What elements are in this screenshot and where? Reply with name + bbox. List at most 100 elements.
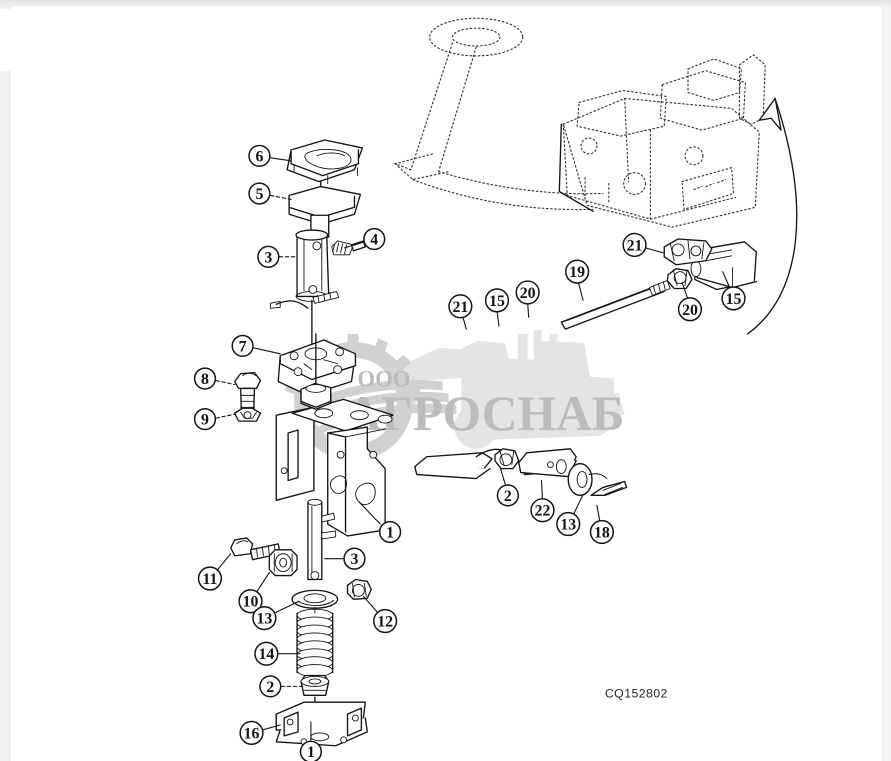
callout-bubble: [565, 259, 590, 284]
callout-12: 12: [362, 595, 398, 634]
callout-2: 2: [496, 466, 520, 507]
callout-leader-line: [215, 379, 236, 386]
callout-21: 21: [448, 294, 473, 330]
callout-number: 1: [307, 744, 315, 761]
callout-leader-line: [540, 479, 544, 501]
phantom-machine-assembly: [393, 17, 798, 335]
callout-leader-line: [215, 413, 236, 419]
linkage-assembly: [414, 448, 628, 497]
callout-leader-line: [644, 247, 664, 254]
callout-bubble: [515, 280, 540, 305]
callout-number: 13: [560, 517, 576, 534]
callout-21: 21: [622, 232, 664, 258]
callout-bubble: [193, 367, 217, 390]
callout-20: 20: [677, 282, 703, 322]
callout-leader-line: [269, 157, 292, 162]
callout-2: 2: [259, 675, 304, 698]
callout-number: 18: [594, 524, 610, 541]
callout-leader-line: [344, 241, 365, 249]
callout-bubble: [299, 740, 323, 761]
left-gutter: [0, 7, 11, 761]
callout-bubble: [589, 519, 615, 545]
callout-15: 15: [721, 271, 746, 311]
callout-number: 11: [202, 571, 217, 588]
callout-20: 20: [515, 280, 540, 318]
callout-leader-line: [255, 572, 270, 593]
callout-leader-line: [527, 301, 530, 318]
callout-bubble: [363, 227, 386, 251]
callout-leader-line: [273, 600, 300, 614]
callout-number: 22: [535, 503, 551, 520]
callout-6: 6: [248, 144, 292, 167]
callout-bubble: [556, 511, 581, 537]
callout-8: 8: [193, 367, 236, 390]
callout-leader-line: [362, 595, 379, 614]
callout-leader-line: [722, 271, 732, 291]
callout-4: 4: [344, 227, 386, 251]
callout-leader-line: [252, 347, 281, 355]
diagram-canvas: OOO АГРОСНАБ: [11, 7, 882, 761]
callout-leader-line: [358, 501, 381, 525]
callout-bubble: [197, 566, 223, 591]
callout-7: 7: [231, 334, 281, 358]
item12-nut: [346, 578, 372, 600]
callout-bubble: [231, 334, 254, 358]
callout-bubble: [259, 675, 282, 698]
callout-bubble: [252, 605, 277, 631]
callout-5: 5: [248, 182, 292, 205]
callout-bubble: [238, 589, 263, 614]
callout-1: 1: [358, 501, 402, 544]
callout-14: 14: [254, 641, 301, 666]
callout-bubble: [254, 641, 279, 666]
watermark-combine-icon: [398, 330, 625, 449]
callout-number: 7: [239, 338, 247, 355]
callout-leader-line: [499, 466, 507, 487]
callout-leader-line: [577, 281, 584, 301]
callout-3: 3: [324, 547, 366, 570]
callout-3: 3: [257, 245, 297, 268]
callout-number: 3: [350, 551, 358, 568]
callout-number: 13: [256, 611, 272, 628]
callout-bubble: [530, 498, 555, 523]
diagram-svg: OOO АГРОСНАБ: [193, 17, 798, 761]
callout-number: 20: [520, 285, 536, 302]
callout-19: 19: [565, 259, 590, 301]
shift-knob-assembly: [269, 139, 367, 347]
callout-number: 9: [201, 412, 209, 429]
callout-number: 1: [386, 524, 394, 541]
item1-main-bracket: [275, 398, 394, 537]
callout-18: 18: [589, 504, 615, 545]
callout-bubble: [248, 144, 271, 167]
callout-leader-line: [596, 504, 601, 523]
watermark-company-text: АГРОСНАБ: [346, 386, 625, 441]
item3-lower-shaft: [300, 382, 337, 581]
callout-bubble: [622, 232, 647, 258]
callout-9: 9: [193, 408, 236, 431]
callout-15: 15: [484, 288, 510, 327]
callout-13: 13: [556, 493, 584, 537]
callout-number: 20: [682, 302, 698, 319]
callout-bubble: [448, 294, 473, 319]
callout-number: 16: [244, 725, 260, 742]
callout-11: 11: [197, 553, 232, 591]
watermark-form-text: OOO: [357, 366, 410, 391]
callout-leader-line: [216, 553, 232, 572]
callout-number: 21: [627, 237, 643, 254]
callout-leader-line: [269, 194, 292, 200]
item10-bushing: [268, 549, 298, 577]
callout-number: 19: [569, 264, 585, 281]
item9-nut: [234, 407, 262, 422]
callout-bubble: [193, 408, 217, 431]
left-gutter-notch: [0, 9, 11, 71]
callout-bubble: [378, 520, 402, 544]
cable-and-valve-assembly: [560, 238, 757, 330]
callout-bubble: [496, 484, 520, 507]
item7-bracket-plate: [277, 333, 357, 402]
callout-bubble: [484, 288, 510, 313]
callout-number: 5: [255, 186, 263, 203]
callout-13: 13: [252, 600, 300, 631]
item2-rubber-mount: [300, 674, 330, 714]
drawing-number-label: CQ152802: [605, 686, 668, 700]
callout-22: 22: [530, 479, 555, 523]
callout-bubble: [343, 547, 366, 570]
